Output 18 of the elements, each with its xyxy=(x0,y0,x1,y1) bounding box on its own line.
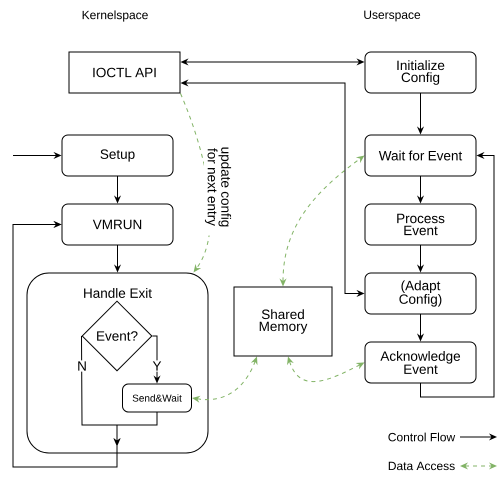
process-box: Send&Wait xyxy=(122,384,192,412)
legend-text: Control Flow xyxy=(388,432,456,442)
edge-label: N xyxy=(76,360,88,372)
arrow xyxy=(12,220,158,468)
process-box: VMRUN xyxy=(62,204,174,246)
edge-label: update config for next entry xyxy=(204,138,232,236)
legend-text: Data Access xyxy=(388,462,455,470)
process-box: (Adapt Config) xyxy=(364,272,476,314)
process-box: Initialize Config xyxy=(364,52,476,94)
process-box: Wait for Event xyxy=(364,134,476,176)
section-heading: Kernelspace xyxy=(82,10,148,22)
api-box: IOCTL API xyxy=(68,52,180,94)
memory-box: Shared Memory xyxy=(234,286,332,356)
process-box: Acknowledge Event xyxy=(364,342,476,384)
process-box: Process Event xyxy=(364,204,476,246)
section-heading: Userspace xyxy=(364,10,420,22)
process-box: Setup xyxy=(62,134,174,176)
edge-label: Y xyxy=(152,360,162,372)
